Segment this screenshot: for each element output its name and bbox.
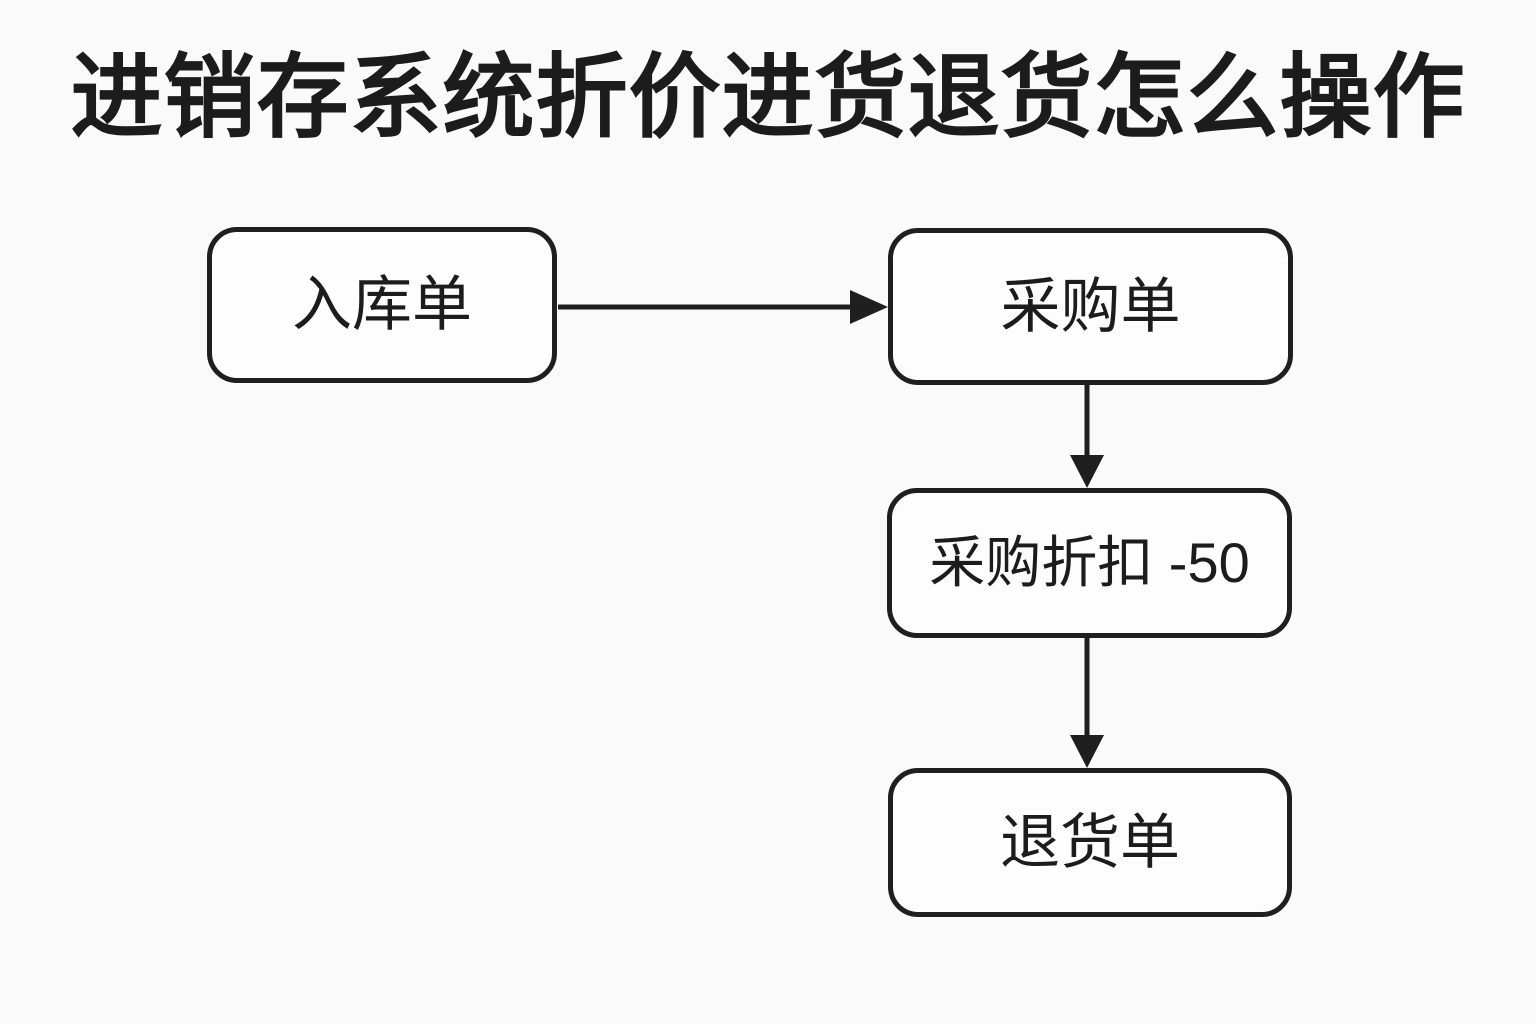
flow-node-label: 退货单 [1000,808,1180,876]
flow-node-purchase-order: 采购单 [888,228,1293,385]
page-title: 进销存系统折价进货退货怎么操作 [70,47,1466,149]
flow-node-purchase-discount: 采购折扣 -50 [887,488,1292,638]
flow-node-label: 采购单 [1000,272,1181,340]
flow-node-stock-in-receipt: 入库单 [207,227,557,383]
arrow-discount-to-returnorder [1070,638,1104,768]
flow-node-label: 采购折扣 -50 [929,531,1250,594]
flow-node-label: 入库单 [292,271,472,338]
arrow-purchaseorder-to-discount [1070,385,1104,488]
flow-node-return-order: 退货单 [888,768,1292,917]
arrow-stockin-to-purchaseorder [558,290,888,324]
